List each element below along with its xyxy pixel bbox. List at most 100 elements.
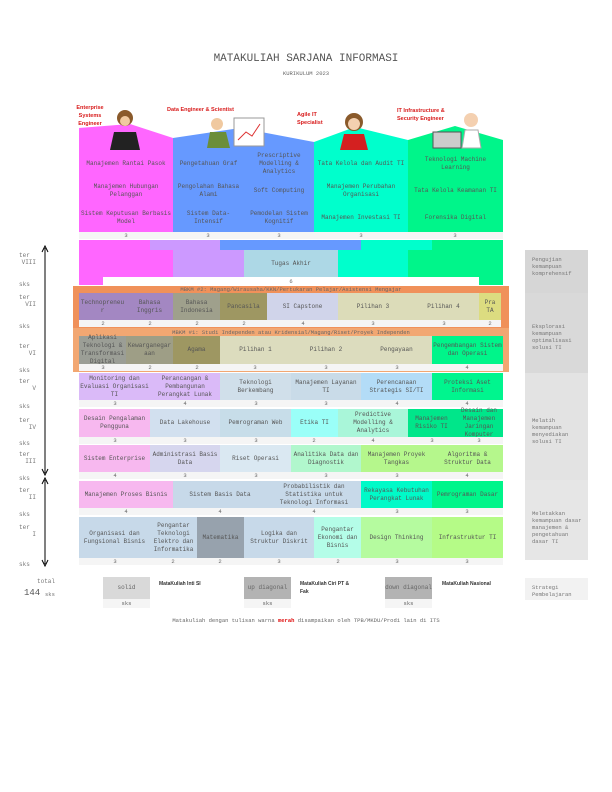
course-cell: Riset Operasi	[220, 445, 291, 472]
avatar-infra-icon	[432, 113, 482, 149]
page-subtitle: KURIKULUM 2023	[282, 70, 330, 77]
course-cell: Rekayasa Kebutuhan Perangkat Lunak	[361, 481, 432, 508]
sks-value: 3	[253, 364, 257, 371]
course-cell: Etika TI	[291, 409, 338, 437]
career-column-bg	[408, 150, 503, 232]
sks-value: 4	[395, 400, 399, 407]
course-cell: Pancasila	[220, 293, 267, 320]
course-cell: Pemrograman Web	[220, 409, 291, 437]
track-strip	[361, 240, 432, 250]
sks-value: 3	[395, 508, 399, 515]
career-course: Pengetahuan Graf	[179, 159, 238, 167]
track-strip	[479, 277, 503, 285]
career-title: Enterprise Systems Engineer	[76, 105, 104, 127]
total-unit: sks	[45, 591, 55, 598]
sks-value: 6	[289, 278, 293, 285]
sks-value: 4	[218, 508, 222, 515]
course-cell: Agama	[173, 336, 220, 364]
track-block	[408, 250, 503, 277]
semester-number: VI	[28, 350, 36, 357]
sks-value: 4	[301, 320, 305, 327]
sks-value: 2	[195, 320, 199, 327]
course-cell: Pemrograman Dasar	[432, 481, 503, 508]
career-column-bg	[244, 150, 314, 232]
sks-row	[79, 400, 503, 407]
course-tugas-akhir: Tugas Akhir	[271, 259, 311, 267]
course-cell: Data Lakehouse	[150, 409, 220, 437]
course-cell: Pilihan 3	[338, 293, 408, 320]
sks-label: sks	[19, 475, 30, 482]
footnote-red-word: merah	[277, 617, 295, 624]
career-course: Tata Kelola Keamanan TI	[414, 186, 497, 194]
course-cell: Pengantar Teknologi Elektro dan Informat…	[150, 517, 197, 558]
career-title: IT Infrastructure & Security Engineer	[397, 108, 445, 122]
strategy-block: Meletakkan kemampuan dasar manajemen & p…	[525, 480, 588, 560]
sks-row	[79, 364, 503, 371]
track-block	[338, 250, 408, 277]
total-value: 144	[24, 588, 41, 598]
sks-value: 4	[312, 508, 316, 515]
sks-value: 3	[359, 232, 363, 239]
course-cell: Kewarganegaraan	[126, 336, 173, 364]
track-strip	[432, 240, 503, 250]
legend-label: MataKuliah Ciri PT & Fak	[300, 581, 350, 595]
avatar-enterprise-icon	[110, 110, 140, 150]
strategy-block: Eksplorasi kemampuan optimalisasi solusi…	[525, 293, 588, 373]
sks-value: 3	[277, 558, 281, 565]
course-cell: Organisasi dan Fungsional Bisnis	[79, 517, 150, 558]
track-block	[173, 250, 244, 277]
career-course: Soft Computing	[253, 186, 305, 194]
track-strip	[79, 277, 103, 285]
career-course: Pengolahan Bahasa Alami	[177, 182, 240, 198]
sks-value: 3	[254, 400, 258, 407]
course-cell: Desain Pengalaman Pengguna	[79, 409, 150, 437]
legend-sks: sks	[385, 599, 432, 608]
career-course: Manajemen Hubungan Pelanggan	[93, 182, 159, 198]
course-cell: Sistem Basis Data	[173, 481, 267, 508]
sks-value: 2	[336, 558, 340, 565]
semester-prefix: ter	[19, 343, 30, 350]
career-course: Sistem Keputusan Berbasis Model	[80, 209, 171, 225]
sks-label: sks	[19, 323, 30, 330]
sks-label: sks	[19, 403, 30, 410]
sks-value: 4	[465, 400, 469, 407]
sks-label: sks	[19, 561, 30, 568]
course-cell: Perencanaan Strategis SI/TI	[361, 373, 432, 400]
footnote-text: Matakuliah dengan tulisan warna	[172, 617, 278, 624]
course-cell: Administrasi Basis Data	[150, 445, 220, 472]
mbkm1-title: MBKM #1: Studi Independen atau Kridensia…	[172, 329, 410, 336]
sks-value: 2	[312, 437, 316, 444]
course-cell: Manajemen Layanan TI	[291, 373, 361, 400]
course-cell: Pilihan 4	[408, 293, 479, 320]
semester-prefix: ter	[19, 294, 30, 301]
semester-number: I	[32, 531, 36, 538]
career-course: Manajemen Rantai Pasok	[86, 159, 166, 167]
course-cell: Pra TA	[479, 293, 501, 320]
progression-arrows	[41, 244, 49, 568]
sks-value: 2	[195, 364, 199, 371]
sks-value: 4	[183, 400, 187, 407]
course-cell: Predictive Modelling & Analytics	[338, 409, 408, 437]
strategy-block: Strategi Pembelajaran	[525, 578, 588, 600]
course-cell: Pengayaan	[361, 336, 432, 364]
sks-row	[103, 277, 479, 285]
footnote: Matakuliah dengan tulisan warna merah di…	[0, 617, 612, 624]
course-cell: Pengantar Ekonomi dan Bisnis	[314, 517, 361, 558]
course-cell: Manajemen Risiko TI	[408, 409, 455, 437]
sks-row	[79, 472, 503, 479]
sks-value: 4	[113, 472, 117, 479]
sks-row	[79, 508, 503, 515]
sks-value: 2	[148, 320, 152, 327]
legend-swatch: up diagonal	[244, 577, 291, 599]
course-cell: Design Thinking	[361, 517, 432, 558]
course-cell: Logika dan Struktur Diskrit	[244, 517, 314, 558]
sks-value: 2	[101, 320, 105, 327]
career-course: Manajemen Perubahan Organisasi	[326, 182, 396, 198]
sks-value: 3	[324, 364, 328, 371]
sks-value: 2	[242, 320, 246, 327]
career-column-bg	[173, 150, 244, 232]
semester-number: IV	[28, 424, 36, 431]
sks-label: sks	[19, 367, 30, 374]
course-cell: Bahasa Indonesia	[173, 293, 220, 320]
sks-value: 3	[395, 472, 399, 479]
